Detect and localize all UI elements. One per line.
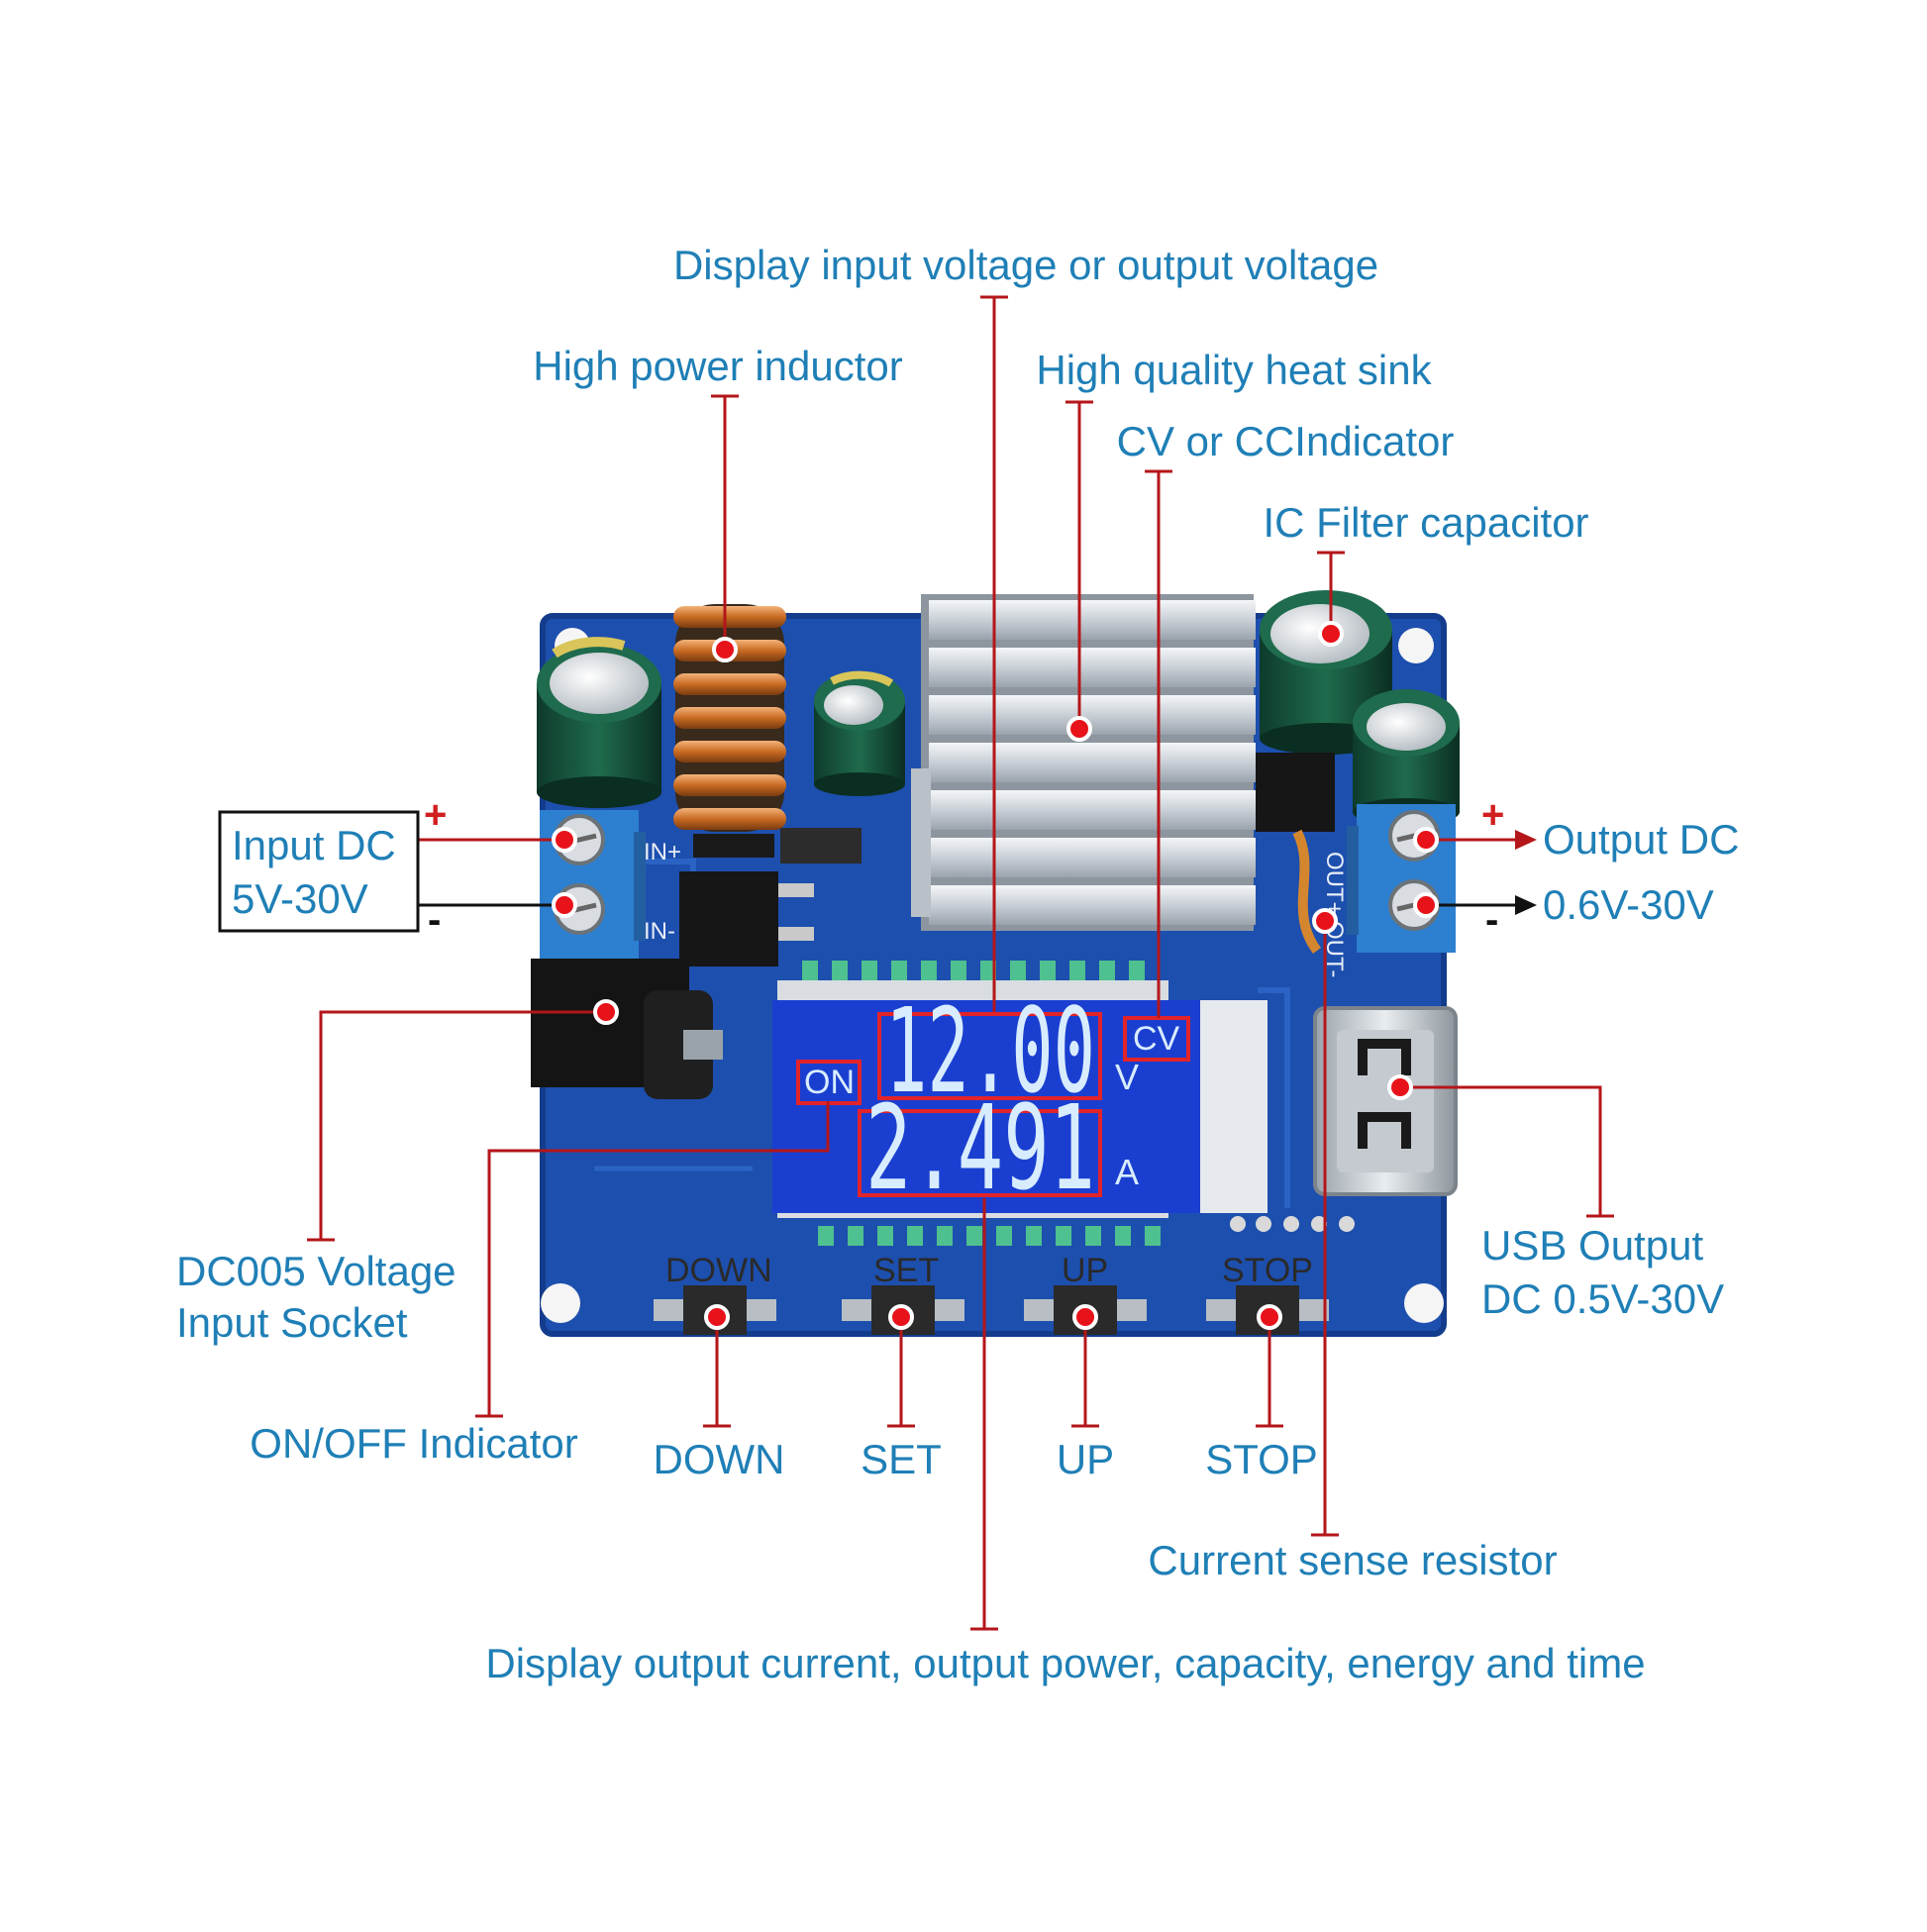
- input-plus-mark: +: [424, 793, 447, 837]
- callout-dots: [552, 621, 1439, 1330]
- label-down: DOWN: [654, 1436, 785, 1482]
- current-highlight-box: [858, 1109, 1102, 1197]
- lcd-voltage-readout: 12.00: [885, 982, 1095, 1119]
- dot-output-plus: [1413, 827, 1439, 853]
- heat-sink: [911, 594, 1256, 931]
- up-button-label: UP: [1062, 1252, 1108, 1289]
- voltage-highlight-box: [877, 1012, 1102, 1100]
- lcd-mode-indicator: CV: [1133, 1020, 1180, 1058]
- label-dc005-line2: Input Socket: [176, 1299, 408, 1346]
- label-display-voltage: Display input voltage or output voltage: [673, 242, 1378, 288]
- input-minus-mark: -: [428, 898, 441, 942]
- lcd-current-unit: A: [1115, 1152, 1139, 1192]
- dot-usb: [1387, 1074, 1413, 1100]
- dot-input-plus: [552, 827, 577, 853]
- arrow-output-minus: [1515, 895, 1537, 915]
- leader-current-sense: [1311, 921, 1339, 1537]
- set-button-label: SET: [873, 1252, 939, 1289]
- dot-up: [1072, 1304, 1098, 1330]
- output-plus-mark: +: [1481, 793, 1504, 837]
- lcd-voltage-unit: V: [1115, 1057, 1139, 1097]
- input-dc-box: [218, 810, 420, 933]
- dot-current-sense: [1312, 908, 1338, 934]
- dot-ic-filter: [1318, 621, 1344, 647]
- label-input-dc-line2: 5V-30V: [232, 875, 368, 922]
- lcd-module: 12.00 V 2.491 A CV ON: [772, 980, 1268, 1218]
- label-dc005-line1: DC005 Voltage: [176, 1248, 456, 1294]
- leader-up: [1071, 1315, 1099, 1428]
- dot-output-minus: [1413, 892, 1439, 918]
- lcd-pins-bottom: [818, 1226, 1161, 1246]
- leader-inductor: [711, 394, 739, 650]
- mosfet-chip: [679, 871, 778, 966]
- mounting-hole-tr: [1398, 628, 1434, 663]
- leader-display-voltage: [980, 295, 1008, 1012]
- dot-input-minus: [552, 892, 577, 918]
- leader-display-current: [970, 1198, 998, 1631]
- lcd-current-readout: 2.491: [865, 1079, 1095, 1216]
- output-terminal-block: [1347, 804, 1456, 953]
- lcd-on-indicator: ON: [804, 1064, 855, 1101]
- leader-set: [887, 1315, 915, 1428]
- leader-lines: [307, 295, 1614, 1631]
- silk-out-plus: OUT+: [1321, 852, 1348, 916]
- leader-heat-sink: [1065, 400, 1093, 729]
- label-heat-sink: High quality heat sink: [1036, 347, 1432, 393]
- mounting-hole-bl: [541, 1283, 580, 1323]
- down-button-label: DOWN: [665, 1252, 772, 1289]
- pcb-trace: [1258, 987, 1290, 1208]
- leader-dc005: [307, 1010, 606, 1242]
- input-capacitor: [537, 637, 661, 808]
- label-usb-line2: DC 0.5V-30V: [1481, 1275, 1724, 1322]
- label-output-dc-line2: 0.6V-30V: [1543, 881, 1714, 928]
- label-inductor: High power inductor: [533, 343, 903, 389]
- lcd-screen: [772, 1000, 1268, 1213]
- leader-ic-filter: [1317, 551, 1345, 634]
- label-usb-line1: USB Output: [1481, 1222, 1703, 1269]
- label-stop: STOP: [1205, 1436, 1318, 1482]
- small-capacitor: [814, 670, 905, 796]
- label-up: UP: [1057, 1436, 1114, 1482]
- inductor: [673, 604, 786, 858]
- component-block: [780, 828, 862, 864]
- capacitor-top: [550, 653, 649, 714]
- dot-down: [704, 1304, 730, 1330]
- dot-stop: [1257, 1304, 1282, 1330]
- label-current-sense: Current sense resistor: [1148, 1537, 1557, 1583]
- leader-cv-cc: [1145, 469, 1172, 1018]
- dot-inductor: [712, 637, 738, 662]
- label-ic-filter: IC Filter capacitor: [1263, 499, 1588, 546]
- leader-down: [703, 1315, 731, 1428]
- label-set: SET: [861, 1436, 942, 1482]
- lcd-pins-top: [802, 961, 1145, 980]
- cv-highlight-box: [1123, 1016, 1190, 1062]
- dot-heat-sink: [1066, 716, 1092, 742]
- current-sense-resistor: [1292, 829, 1322, 954]
- label-display-current: Display output current, output power, ca…: [485, 1640, 1645, 1686]
- silk-in-minus: IN-: [644, 918, 675, 945]
- usb-port: [1313, 1006, 1458, 1196]
- leader-on-off: [475, 1101, 830, 1418]
- mounting-hole-br: [1404, 1283, 1444, 1323]
- output-minus-mark: -: [1485, 898, 1498, 942]
- label-output-dc-line1: Output DC: [1543, 816, 1739, 863]
- dot-dc005: [593, 999, 619, 1025]
- label-on-off: ON/OFF Indicator: [250, 1420, 577, 1467]
- arrow-output-plus: [1515, 830, 1537, 850]
- callout-labels: Display input voltage or output voltage …: [176, 242, 1739, 1686]
- silk-in-plus: IN+: [644, 839, 681, 865]
- leader-stop: [1256, 1315, 1283, 1428]
- leader-usb: [1400, 1085, 1614, 1218]
- label-cv-cc: CV or CCIndicator: [1117, 418, 1455, 464]
- label-input-dc-line1: Input DC: [232, 822, 396, 868]
- stop-button-label: STOP: [1222, 1252, 1313, 1289]
- dot-set: [888, 1304, 914, 1330]
- ic-chip: [1256, 753, 1335, 832]
- header-holes: [1230, 1216, 1355, 1232]
